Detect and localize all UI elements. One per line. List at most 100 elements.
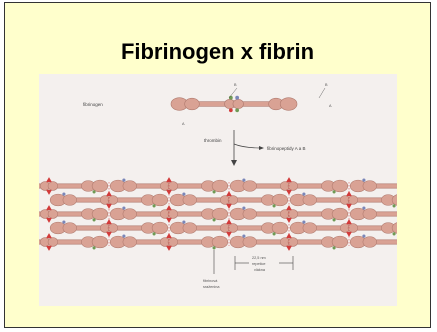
knob (166, 177, 172, 182)
fibrin-polymerization-figure: fibrinogen B B A A thrombin fibrinopepti… (39, 74, 397, 306)
fibrinopeptide (235, 96, 239, 100)
d-domain (92, 208, 108, 220)
fibrin-monomer (290, 219, 397, 237)
hole (93, 246, 96, 249)
d-domain (152, 194, 168, 206)
e-domain (168, 182, 178, 191)
hole (333, 246, 336, 249)
d-domain (363, 209, 377, 220)
hole (122, 179, 125, 182)
e-domain (108, 196, 118, 205)
fibrin-monomer (350, 205, 397, 223)
d-domain (280, 98, 297, 111)
d-domain (363, 237, 377, 248)
d-domain (272, 222, 288, 234)
e-domain (168, 210, 178, 219)
figure-svg: fibrinogen B B A A thrombin fibrinopepti… (39, 74, 397, 306)
repeat-distance-label: 22,5 nm (252, 256, 266, 260)
e-domain (48, 182, 58, 191)
reaction-arrowhead (231, 160, 237, 166)
fibrin-caption-1: fibrinová (203, 279, 218, 283)
hole (62, 193, 65, 196)
hole (213, 246, 216, 249)
repeat-caption-1: repetice (252, 262, 266, 266)
fibrinopeptide (229, 108, 233, 112)
hole (93, 190, 96, 193)
slide: Fibrinogen x fibrin fibrinogen B B A A t… (4, 2, 431, 328)
hole (273, 232, 276, 235)
d-domain (212, 208, 228, 220)
e-domain (108, 224, 118, 233)
d-domain (272, 194, 288, 206)
hole (362, 207, 365, 210)
e-domain (233, 99, 244, 108)
fibrin-monomer (350, 177, 397, 195)
d-domain (243, 181, 257, 192)
d-domain (212, 180, 228, 192)
hole (302, 221, 305, 224)
knob (286, 177, 292, 182)
chain-a-label-left: A (182, 122, 185, 126)
e-domain (288, 182, 298, 191)
repeat-caption-2: vlákna (254, 268, 266, 272)
chain-b-label-left: B (234, 83, 237, 87)
d-domain (332, 208, 348, 220)
chain-pointer (319, 88, 325, 98)
d-domain (63, 223, 77, 234)
hole (362, 179, 365, 182)
knob (46, 218, 52, 223)
hole (302, 193, 305, 196)
fibrinopeptide (235, 108, 239, 112)
cleavage-arrow (234, 144, 261, 148)
d-domain (243, 237, 257, 248)
hole (213, 190, 216, 193)
e-domain (288, 238, 298, 247)
knob (46, 205, 52, 210)
e-domain (228, 196, 238, 205)
fibrin-lattice (39, 177, 397, 251)
knob (46, 177, 52, 182)
d-domain (363, 181, 377, 192)
fibrin-caption-2: sraženina (203, 285, 220, 289)
fibrin-monomer (350, 233, 397, 251)
fibrin-monomer (39, 205, 108, 223)
thrombin-label: thrombin (204, 138, 222, 143)
knob (166, 246, 172, 251)
fibrin-monomer (110, 205, 228, 223)
chain-a-label-right: A (329, 104, 332, 108)
e-domain (228, 224, 238, 233)
d-domain (123, 209, 137, 220)
d-domain (92, 180, 108, 192)
d-domain (332, 236, 348, 248)
knob (46, 190, 52, 195)
e-domain (168, 238, 178, 247)
fibrin-monomer (230, 205, 348, 223)
hole (93, 218, 96, 221)
hole (153, 232, 156, 235)
cleavage-arrowhead (259, 146, 264, 150)
fibrin-monomer (39, 233, 108, 251)
fibrin-monomer (290, 191, 397, 209)
hole (273, 204, 276, 207)
e-domain (348, 224, 358, 233)
d-domain (123, 237, 137, 248)
hole (242, 235, 245, 238)
e-domain (288, 210, 298, 219)
hole (122, 207, 125, 210)
d-domain (303, 195, 317, 206)
hole (393, 232, 396, 235)
d-domain (152, 222, 168, 234)
hole (393, 204, 396, 207)
hole (242, 179, 245, 182)
d-domain (185, 98, 200, 110)
hole (333, 190, 336, 193)
fibrin-monomer (171, 96, 297, 112)
knob (286, 246, 292, 251)
hole (182, 193, 185, 196)
d-domain (63, 195, 77, 206)
hole (213, 218, 216, 221)
e-domain (48, 238, 58, 247)
hole (333, 218, 336, 221)
d-domain (183, 223, 197, 234)
hole (153, 204, 156, 207)
